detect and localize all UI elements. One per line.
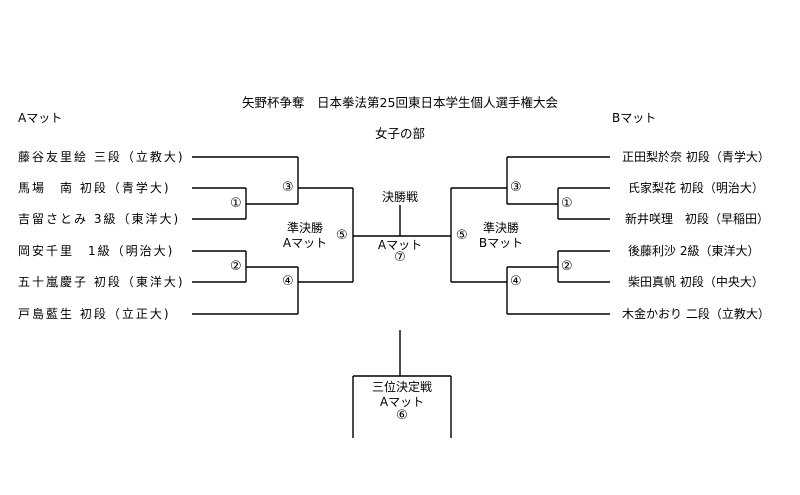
- right-player-1: 正田梨於奈 初段（青学大）: [622, 150, 770, 164]
- match-number-right-4: ④: [510, 274, 522, 289]
- mat-label-left: Aマット: [18, 111, 63, 125]
- match-number-left-1: ①: [230, 196, 242, 211]
- match-number-right-1: ①: [561, 196, 573, 211]
- match-number-third-place: ⑥: [396, 408, 408, 423]
- semifinal-left-mat: Aマット: [282, 236, 328, 250]
- right-player-6: 木金かおり 二段（立教大）: [622, 307, 770, 321]
- match-number-left-2: ②: [230, 259, 242, 274]
- match-number-left-4: ④: [282, 274, 294, 289]
- right-player-4: 後藤利沙 2級（東洋大）: [628, 244, 760, 258]
- left-player-6: 戸島藍生 初段（立正大): [18, 307, 171, 321]
- match-number-right-2: ②: [561, 259, 573, 274]
- left-player-1: 藤谷友里絵 三段（立教大): [18, 150, 185, 164]
- final-mat: Aマット: [377, 238, 423, 252]
- semifinal-right-label: 準決勝: [482, 221, 519, 235]
- right-player-3: 新井咲理 初段（早稲田）: [625, 212, 770, 226]
- left-player-4: 岡安千里 1級（明治大): [18, 244, 175, 258]
- final-label: 決勝戦: [381, 190, 418, 204]
- left-player-3: 吉留さとみ 3級（東洋大): [18, 212, 181, 226]
- mat-label-right: Bマット: [612, 111, 657, 125]
- match-number-right-3: ③: [510, 180, 522, 195]
- right-player-5: 柴田真帆 初段（中央大）: [628, 275, 764, 289]
- semifinal-left-label: 準決勝: [286, 221, 323, 235]
- match-number-left-5: ⑤: [336, 228, 348, 243]
- division-title: 女子の部: [374, 126, 425, 141]
- match-number-final: ⑦: [394, 250, 406, 265]
- left-player-5: 五十嵐慶子 初段（東洋大): [18, 275, 185, 289]
- tournament-title: 矢野杯争奪 日本拳法第25回東日本学生個人選手権大会: [242, 95, 558, 110]
- left-player-2: 馬場 南 初段（青学大): [18, 181, 171, 195]
- third-place-label: 三位決定戦: [371, 380, 432, 394]
- right-player-2: 氏家梨花 初段（明治大）: [628, 181, 764, 195]
- match-number-right-5: ⑤: [456, 228, 468, 243]
- semifinal-right-mat: Bマット: [478, 236, 524, 250]
- match-number-left-3: ③: [282, 180, 294, 195]
- third-place-mat: Aマット: [379, 395, 425, 409]
